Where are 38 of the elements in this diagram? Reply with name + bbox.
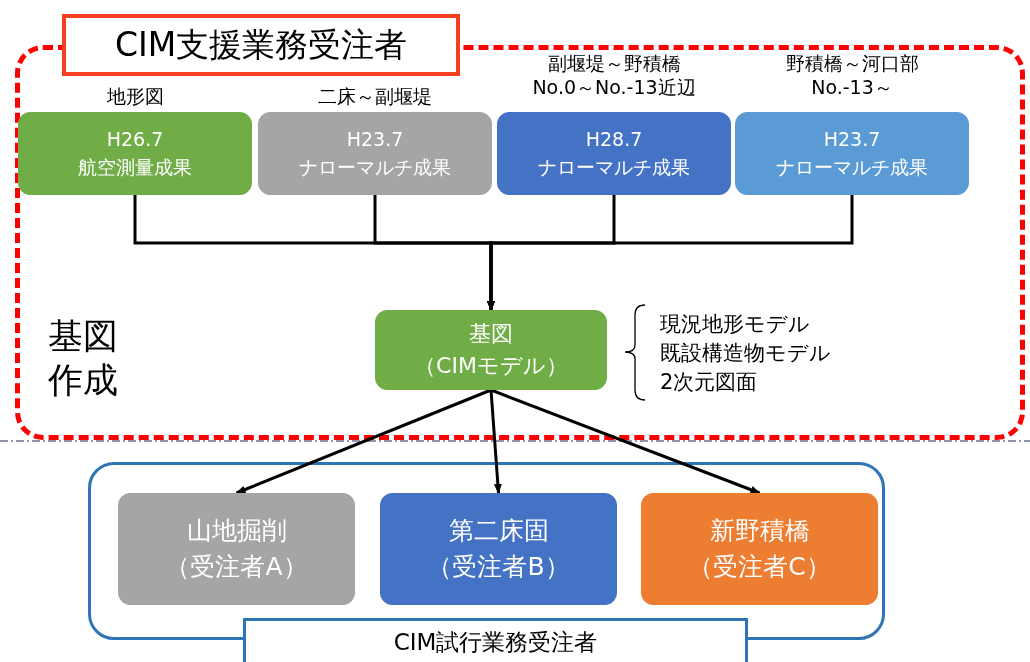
process-box [375, 310, 607, 390]
node-label: ナローマルチ成果 [776, 154, 928, 180]
node-label: （CIMモデル） [414, 352, 568, 380]
caption-text: 野積橋～河口部 No.-13～ [784, 52, 920, 100]
process-box [18, 112, 252, 195]
node-label: H23.7 [346, 126, 404, 152]
node-label: 基図 [469, 320, 513, 349]
node-label: ナローマルチ成果 [538, 154, 690, 180]
group-label: CIM試行業務受注者 [243, 618, 748, 662]
node-label: 山地掘削 [186, 514, 287, 547]
arrow [489, 389, 502, 494]
node-label: H28.7 [585, 126, 643, 152]
process-box [735, 112, 969, 195]
process-box [258, 112, 492, 195]
process-box [380, 493, 617, 605]
node-label: （受注者A） [165, 551, 308, 583]
node-label: 航空測量成果 [78, 154, 192, 180]
node-label: 新野積橋 [709, 514, 810, 547]
caption-text: 副堰堤～野積橋 No.0～No.-13近辺 [531, 52, 697, 100]
arrow [490, 388, 761, 495]
node-label: 第二床固 [448, 514, 549, 547]
process-box [641, 493, 878, 605]
list-item: 既設構造物モデル [660, 340, 831, 367]
section-heading: 基図作成 [48, 315, 119, 402]
process-box [497, 112, 731, 195]
arrow [487, 195, 854, 311]
arrow [235, 388, 492, 495]
list-item: 現況地形モデル [660, 311, 810, 338]
node-label: H26.7 [106, 126, 164, 152]
list-item: 2次元図面 [660, 369, 758, 396]
process-box [118, 493, 355, 605]
node-label: H23.7 [823, 126, 881, 152]
caption-text: 二床～副堰堤 [317, 85, 433, 109]
title-label: CIM支援業務受注者 [62, 14, 460, 76]
node-label: （受注者B） [427, 551, 570, 583]
caption-text: 地形図 [105, 85, 165, 109]
node-label: ナローマルチ成果 [299, 154, 451, 180]
node-label: （受注者C） [688, 551, 831, 583]
